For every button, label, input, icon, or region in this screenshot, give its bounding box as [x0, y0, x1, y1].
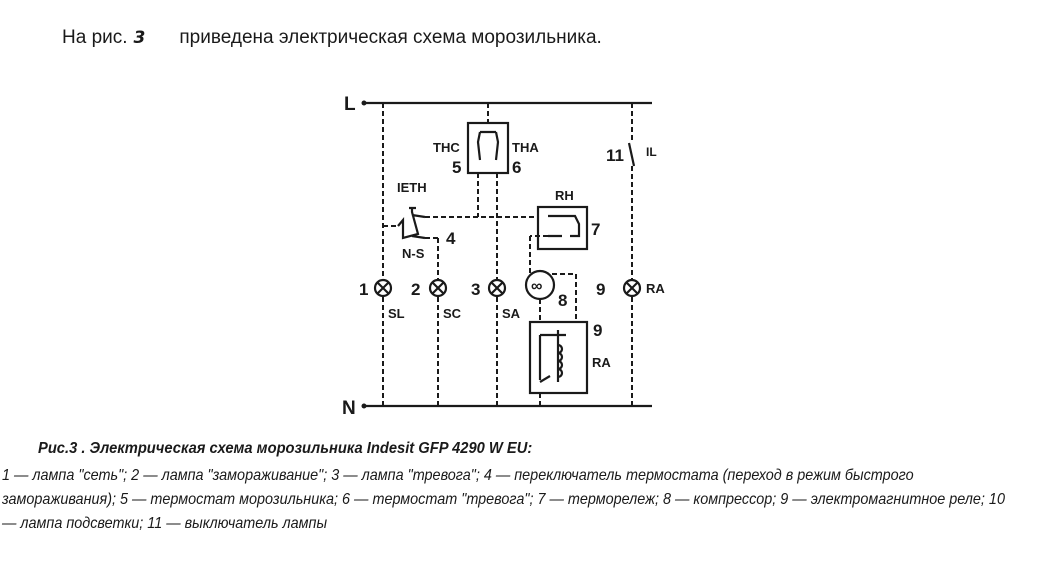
relay-box [528, 320, 589, 395]
relay-contacts-icon [538, 330, 566, 383]
label-2: 2 [411, 280, 420, 299]
label-11: 11 [606, 146, 624, 165]
figure-number: 3 [133, 28, 146, 48]
label-RH: RH [555, 188, 574, 203]
label-IETH: IETH [397, 180, 427, 195]
relay-coil-icon [557, 343, 564, 379]
label-5: 5 [452, 158, 461, 177]
label-SA: SA [502, 306, 521, 321]
intro-body: приведена электрическая схема морозильни… [179, 27, 602, 48]
label-THC: THC [433, 140, 460, 155]
label-IL: IL [646, 145, 657, 159]
label-SC: SC [443, 306, 462, 321]
figure-caption: Рис.3 . Электрическая схема морозильника… [38, 440, 533, 457]
lamp-2-icon [428, 278, 448, 298]
intro-prefix: На рис. [62, 27, 128, 48]
compressor-symbol: ∞ [531, 278, 542, 295]
label-RA: RA [592, 355, 611, 370]
lamp-3-icon [487, 278, 507, 298]
lamp-10-icon [622, 278, 642, 298]
figure-legend: 1 — лампа "сеть"; 2 — лампа "замораживан… [2, 467, 1005, 532]
label-THA: THA [512, 140, 539, 155]
intro-text: На рис.3 приведена электрическая схема мо… [62, 27, 602, 49]
thermal-relay-box [536, 205, 589, 251]
label-8: 8 [558, 291, 567, 310]
label-L: L [344, 94, 356, 115]
label-N: N [342, 398, 356, 419]
lamp-switch-icon [627, 142, 636, 167]
thermostat-switch-icon [397, 206, 426, 240]
thermostat-box [466, 121, 510, 175]
label-6: 6 [512, 158, 521, 177]
label-7: 7 [591, 220, 600, 239]
thermostat-contacts-icon [476, 130, 500, 161]
thermal-relay-icon [548, 214, 581, 238]
label-SL: SL [388, 306, 405, 321]
lamp-1-icon [373, 278, 393, 298]
label-1: 1 [359, 280, 368, 299]
label-4: 4 [446, 229, 456, 248]
label-N-S: N-S [402, 246, 425, 261]
label-9-relay: 9 [593, 321, 602, 340]
label-LI: RA [646, 281, 665, 296]
label-10: 9 [596, 280, 605, 299]
label-3: 3 [471, 280, 480, 299]
